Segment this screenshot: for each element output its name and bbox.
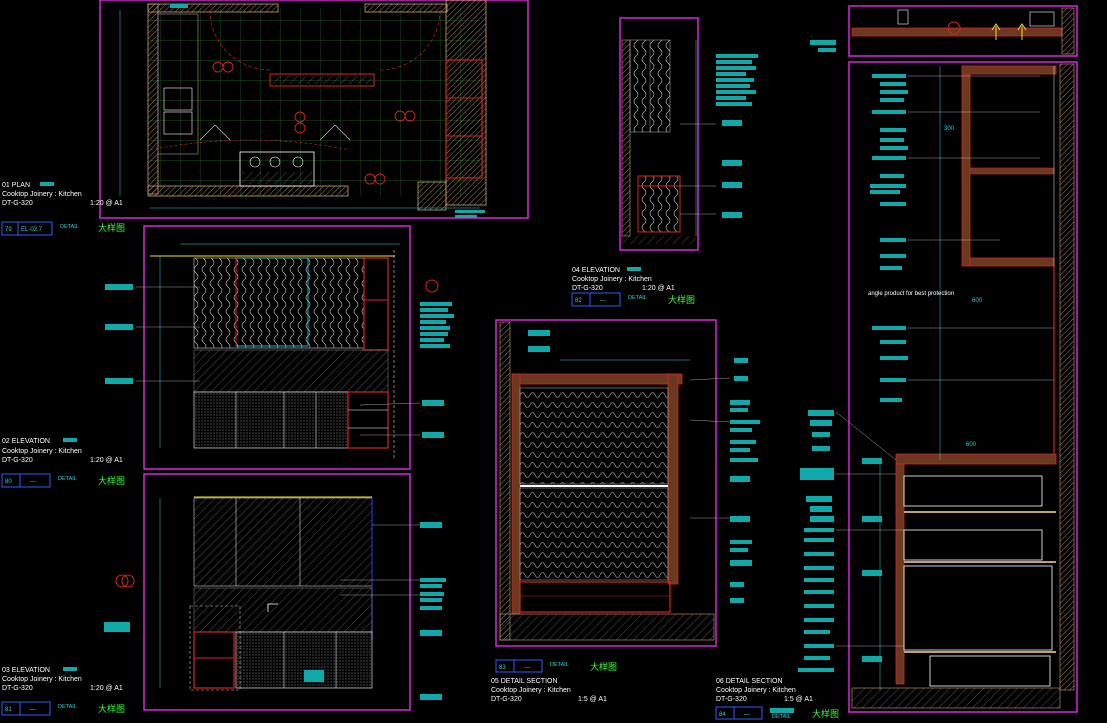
detail-tag-80-ref: — [30,479,36,485]
elevation-04-view: 04 ELEVATION Cooktop Joinery : Kitchen D… [571,17,758,307]
angle-note: angle product for best protection [868,291,954,297]
detail-tag-81-num: 81 [5,707,12,713]
elev03-title: 03 ELEVATION [2,667,50,674]
detail-tag-79-word: DETAIL [60,224,79,230]
detail-tag-79-num: 79 [5,227,12,233]
detail-tag-80-cn: 大样图 [98,475,125,487]
elevation-02-view: 02 ELEVATION Cooktop Joinery : Kitchen D… [1,225,454,488]
plan-project: Cooktop Joinery : Kitchen [2,191,82,198]
sec06-dim-1: 300 [944,126,955,132]
elev03-ref: DT-G-320 [2,685,33,692]
sec06-scale: 1:5 @ A1 [784,696,813,703]
detail-tag-79-ref: EL-02.7 [21,227,43,233]
detail-tag-81-word: DETAIL [58,704,77,710]
elev02-title: 02 ELEVATION [2,438,50,445]
plan-ref: DT-G-320 [2,200,33,207]
detail-tag-82-num: 82 [575,298,582,304]
detail-tag-84-ref: — [744,712,750,718]
detail-tag-82-word: DETAIL [628,295,647,301]
elev03-scale: 1:20 @ A1 [90,685,123,692]
sec05-title: 05 DETAIL SECTION [491,678,558,685]
sec05-ref: DT-G-320 [491,696,522,703]
detail-tag-84-cn: 大样图 [812,708,839,720]
sec06-ref: DT-G-320 [716,696,747,703]
sec05-scale: 1:5 @ A1 [578,696,607,703]
detail-tag-83-word: DETAIL [550,662,569,668]
sec05-project: Cooktop Joinery : Kitchen [491,687,571,694]
detail-tag-81-ref: — [30,707,36,713]
detail-tag-82-cn: 大样图 [668,294,695,306]
section-05-view: 83 — DETAIL 大样图 05 DETAIL SECTION Cookto… [491,319,760,703]
elev04-project: Cooktop Joinery : Kitchen [572,276,652,283]
detail-tag-81-cn: 大样图 [98,703,125,715]
detail-tag-84-word: DETAIL [772,714,791,720]
elevation-03-view: 03 ELEVATION Cooktop Joinery : Kitchen D… [1,473,446,716]
leader-lines [136,75,1054,647]
sec06-dim-2: 600 [972,298,983,304]
section-06-view: 300 600 600 angle product for best prote… [715,5,1078,720]
elev02-scale: 1:20 @ A1 [90,457,123,464]
plan-view: 01 PLAN Cooktop Joinery : Kitchen DT-G-3… [1,0,529,236]
detail-tag-83-cn: 大样图 [590,661,617,673]
plan-scale: 1:20 @ A1 [90,200,123,207]
elev04-ref: DT-G-320 [572,285,603,292]
detail-tag-84-num: 84 [719,712,726,718]
sec06-title: 06 DETAIL SECTION [716,678,783,685]
plan-title: 01 PLAN [2,182,30,189]
elev03-project: Cooktop Joinery : Kitchen [2,676,82,683]
sec06-project: Cooktop Joinery : Kitchen [716,687,796,694]
detail-tag-83-ref: — [524,665,530,671]
elev02-project: Cooktop Joinery : Kitchen [2,448,82,455]
detail-tag-80-num: 80 [5,479,12,485]
elev04-title: 04 ELEVATION [572,267,620,274]
detail-tag-80-word: DETAIL [58,476,77,482]
detail-tag-79-cn: 大样图 [98,222,125,234]
sec06-dim-3: 600 [966,442,977,448]
detail-tag-82-ref: — [600,298,606,304]
elev04-scale: 1:20 @ A1 [642,285,675,292]
elev02-ref: DT-G-320 [2,457,33,464]
detail-tag-83-num: 83 [499,665,506,671]
